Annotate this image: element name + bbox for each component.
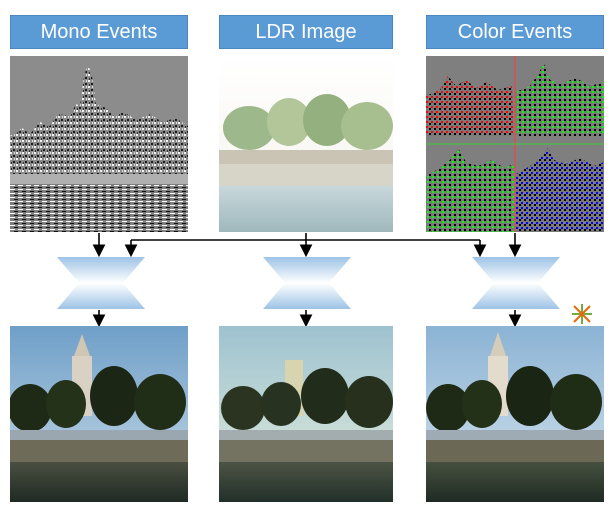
network-color-icon (472, 257, 560, 309)
network-mono-icon (57, 257, 145, 309)
header-mono-events: Mono Events (10, 15, 188, 49)
header-color-events: Color Events (426, 15, 604, 49)
header-ldr-image: LDR Image (219, 15, 393, 49)
mono-events-image (10, 56, 188, 232)
output-mono-image (10, 326, 188, 502)
network-ldr-icon (263, 257, 351, 309)
header-color-events-label: Color Events (457, 20, 573, 43)
header-ldr-image-label: LDR Image (255, 20, 357, 43)
header-mono-events-label: Mono Events (40, 20, 158, 43)
output-ldr-image (219, 326, 393, 502)
output-color-image (426, 326, 604, 502)
ldr-image (219, 56, 393, 232)
color-events-image (426, 56, 604, 232)
asterisk-burst-icon (572, 304, 592, 324)
